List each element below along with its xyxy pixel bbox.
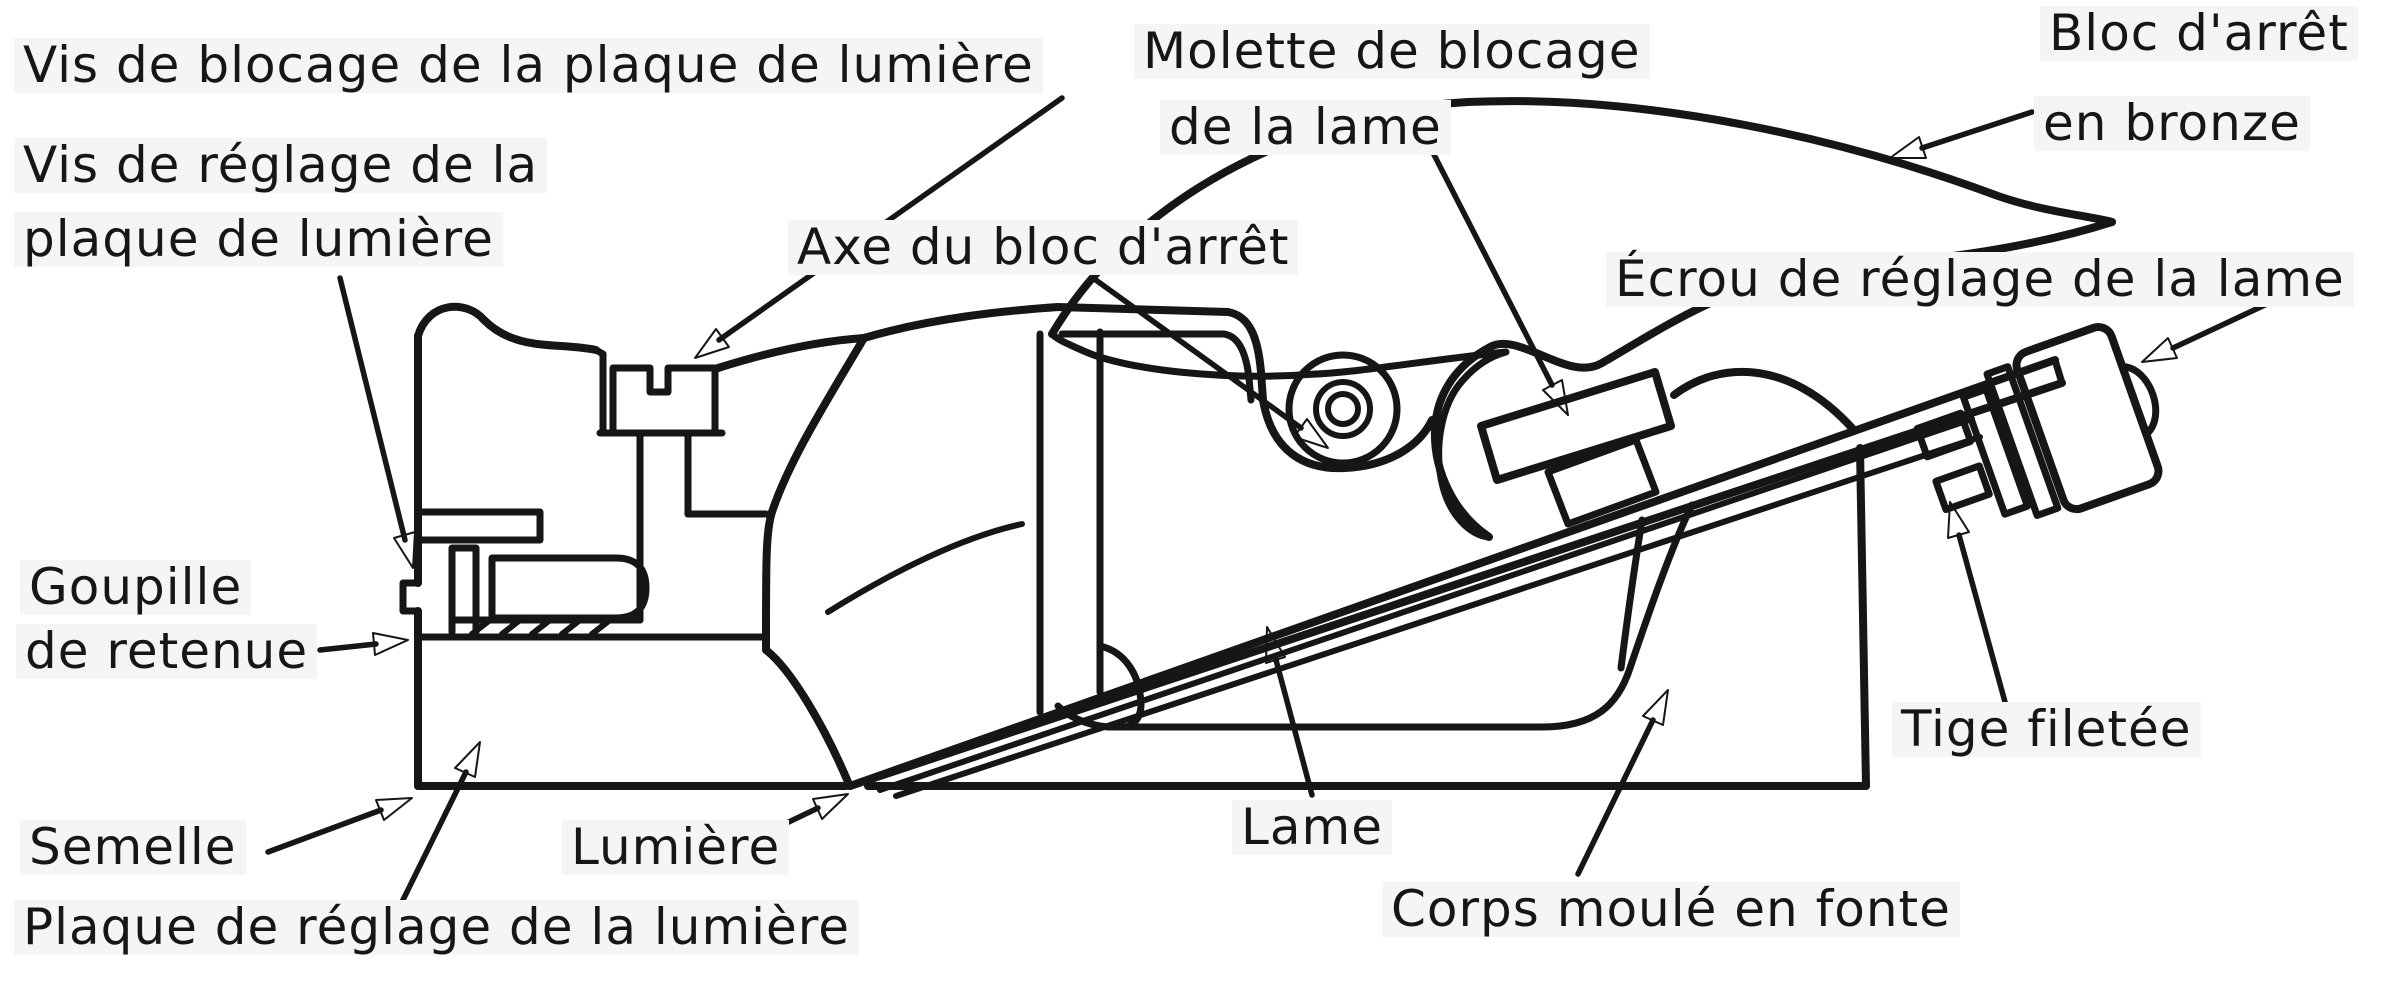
threaded-rod	[877, 416, 1983, 799]
label-vis-reglage-l1: Vis de réglage de la	[14, 138, 548, 193]
label-plaque-reglage: Plaque de réglage de la lumière	[14, 900, 860, 955]
leader-arrows	[265, 95, 2285, 905]
locking-wheel-hub	[1544, 436, 1660, 528]
blade	[846, 356, 2066, 790]
label-lame: Lame	[1232, 800, 1392, 855]
arrow-bloc-arret	[1889, 109, 2035, 159]
adjustment-nut	[1913, 322, 2163, 519]
arrow-molette	[1425, 140, 1569, 416]
locking-screw-head	[609, 364, 719, 437]
arrow-vis-blocage	[694, 95, 1065, 359]
pivot-pin	[1285, 351, 1401, 467]
label-tige-filetee: Tige filetée	[1892, 702, 2201, 757]
clamp-assembly	[414, 364, 726, 637]
label-axe-bloc-arret: Axe du bloc d'arrêt	[788, 220, 1299, 275]
arrow-corps	[1575, 689, 1669, 877]
label-semelle: Semelle	[20, 820, 246, 875]
label-goupille-l1: Goupille	[20, 560, 252, 615]
label-molette-l1: Molette de blocage	[1134, 24, 1650, 79]
locking-wheel	[1477, 368, 1675, 528]
label-lumiere: Lumière	[562, 820, 790, 875]
adjusting-screw	[414, 508, 544, 544]
arrow-tige	[1947, 501, 2008, 705]
label-corps: Corps moulé en fonte	[1382, 882, 1960, 937]
arrow-semelle	[265, 797, 413, 855]
label-goupille-l2: de retenue	[16, 624, 318, 679]
label-bloc-arret-l1: Bloc d'arrêt	[2040, 6, 2358, 61]
arrow-lame	[1265, 626, 1315, 798]
hatching	[469, 617, 613, 637]
label-vis-reglage-l2: plaque de lumière	[14, 212, 503, 267]
arrow-axe	[1090, 275, 1329, 449]
label-bloc-arret-l2: en bronze	[2034, 96, 2310, 151]
arrow-goupille	[317, 632, 409, 656]
label-molette-l2: de la lame	[1160, 100, 1451, 155]
arrow-vis-reglage	[337, 275, 416, 569]
label-vis-blocage: Vis de blocage de la plaque de lumière	[14, 38, 1043, 93]
locking-screw-shaft	[636, 429, 692, 624]
label-ecrou-reglage: Écrou de réglage de la lame	[1606, 252, 2354, 307]
arrow-plaque-reglage	[399, 741, 481, 905]
